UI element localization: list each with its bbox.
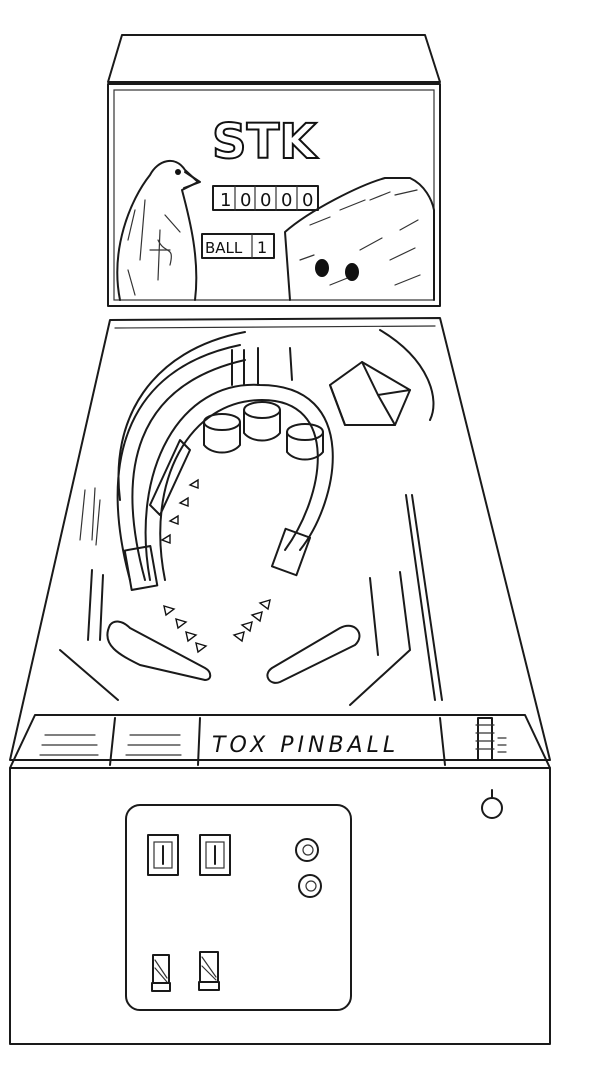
flipper-icon bbox=[106, 620, 361, 684]
ball-number: 1 bbox=[257, 238, 267, 257]
control-panel bbox=[125, 804, 352, 1011]
start-button-icon[interactable] bbox=[295, 838, 319, 862]
ball-display: BALL 1 bbox=[201, 233, 275, 259]
playfield bbox=[9, 317, 551, 761]
flipper-button-icon[interactable] bbox=[198, 951, 220, 991]
fuzzy-monster-icon bbox=[284, 177, 435, 301]
plunger-knob-icon[interactable] bbox=[481, 789, 503, 819]
cabinet-front bbox=[9, 767, 551, 1045]
flipper-button-icon[interactable] bbox=[151, 954, 171, 992]
plunger-icon bbox=[475, 717, 507, 761]
coin-slot-icon[interactable] bbox=[199, 834, 231, 876]
penguin-icon bbox=[116, 160, 201, 301]
bumper-icon bbox=[203, 401, 324, 461]
score-digit: 0 bbox=[281, 190, 292, 211]
score-digit: 1 bbox=[220, 190, 231, 211]
arrow-inserts bbox=[160, 478, 271, 654]
ball-label: BALL bbox=[205, 239, 243, 257]
start-button-icon[interactable] bbox=[298, 874, 322, 898]
score-digit: 0 bbox=[260, 190, 271, 211]
stk-logo: STK bbox=[211, 113, 319, 171]
backbox bbox=[107, 34, 441, 307]
score-digit: 0 bbox=[302, 190, 313, 211]
drop-target-block bbox=[329, 361, 411, 426]
horseshoe-ramp bbox=[144, 383, 334, 581]
coin-slot-icon[interactable] bbox=[147, 834, 179, 876]
score-display: 1 0 0 0 0 bbox=[212, 185, 319, 211]
apron-title: TOX PINBALL bbox=[212, 733, 399, 758]
svg-text:STK: STK bbox=[212, 114, 318, 170]
score-digit: 0 bbox=[240, 190, 251, 211]
left-ramp bbox=[116, 344, 241, 581]
